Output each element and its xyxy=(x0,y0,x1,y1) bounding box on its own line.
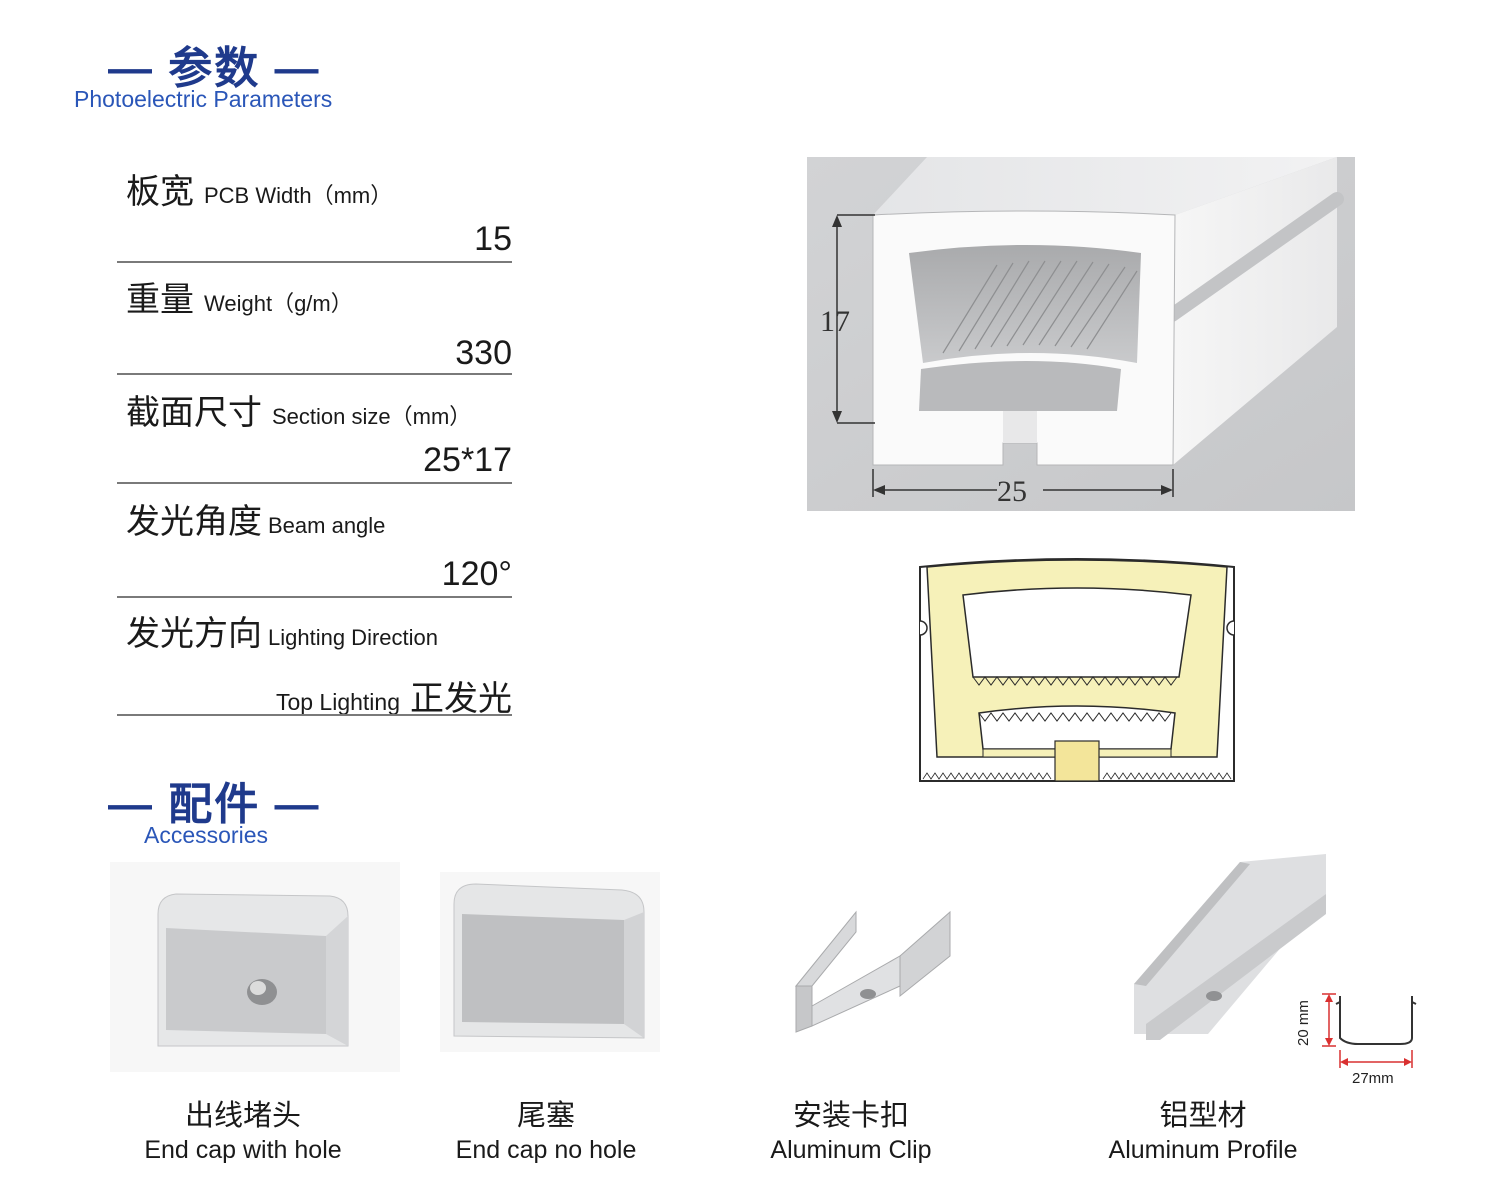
section-title-params: — 参数 — xyxy=(108,44,321,93)
accessory-name-zh: 铝型材 xyxy=(1159,1100,1247,1132)
aluminum-profile-image xyxy=(1134,854,1326,1040)
divider xyxy=(117,714,512,716)
aluminum-clip-image xyxy=(794,910,951,1033)
accessory-name-zh: 出线堵头 xyxy=(184,1100,301,1132)
param-value-section-size: 25*17 xyxy=(423,441,512,479)
accessory-name-en: Aluminum Profile xyxy=(1108,1136,1298,1164)
param-value-weight: 330 xyxy=(455,334,512,372)
divider xyxy=(117,373,512,375)
cross-section-diagram xyxy=(919,558,1235,782)
accessory-name-zh: 安装卡扣 xyxy=(792,1100,909,1132)
section-title-accessories: — 配件 — xyxy=(108,780,321,829)
section-subtitle-accessories: Accessories xyxy=(144,822,268,848)
divider xyxy=(117,482,512,484)
accessory-name-en: End cap no hole xyxy=(455,1136,637,1164)
neon-profile-3d-image: 17 25 xyxy=(807,157,1355,511)
profile-height-label: 20 mm xyxy=(1295,1000,1312,1046)
param-value-pcb-width: 15 xyxy=(474,220,512,258)
dimension-width-label: 25 xyxy=(997,475,1027,508)
section-subtitle-params: Photoelectric Parameters xyxy=(74,86,333,112)
divider xyxy=(117,261,512,263)
end-cap-no-hole-image xyxy=(440,872,660,1052)
profile-dimension-diagram: 20 mm 27mm xyxy=(1295,993,1417,1087)
accessory-name-en: End cap with hole xyxy=(144,1136,342,1164)
end-cap-with-hole-image xyxy=(110,862,400,1072)
profile-width-label: 27mm xyxy=(1352,1070,1394,1087)
dimension-height-label: 17 xyxy=(820,305,850,338)
divider xyxy=(117,596,512,598)
accessory-name-en: Aluminum Clip xyxy=(770,1136,932,1164)
accessory-name-zh: 尾塞 xyxy=(516,1100,575,1132)
param-value-beam-angle: 120° xyxy=(441,555,512,593)
